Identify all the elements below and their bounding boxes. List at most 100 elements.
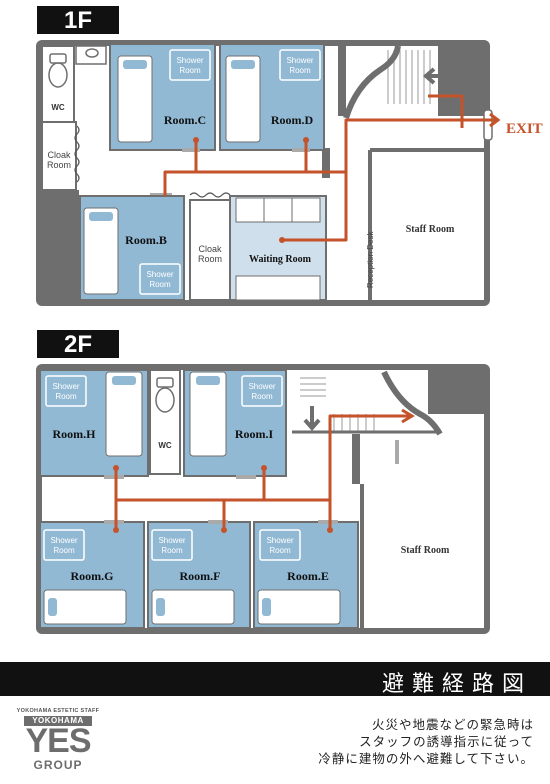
floor-label-2f-bg: [37, 330, 119, 358]
cloak-room-1: [41, 121, 77, 191]
toilet-icon: [156, 377, 174, 388]
floor-plan: .t { font-family: "Liberation Serif", se…: [36, 6, 543, 634]
bed-icon: [117, 55, 153, 143]
pillow-icon: [89, 212, 113, 221]
wall-block: [42, 190, 79, 300]
shower-label: Room: [179, 66, 201, 75]
room-b-label: Room.B: [125, 233, 167, 247]
logo-tagline: YOKOHAMA ESTETIC STAFF: [16, 708, 100, 714]
pillow-icon: [123, 60, 147, 69]
yes-group-logo: YOKOHAMA ESTETIC STAFF YOKOHAMA YES GROU…: [8, 708, 108, 780]
sofa-icon: [235, 197, 321, 223]
route-start-dot: [113, 465, 119, 471]
shower-label: Shower: [248, 382, 275, 391]
floor-2f: 2F Shower Room Room.H WC: [36, 330, 490, 634]
stair-rail: [343, 45, 401, 119]
shower-label: Room: [161, 546, 183, 555]
route-start-dot: [221, 527, 227, 533]
floor-label-1f: 1F: [64, 7, 92, 34]
shower-label: Shower: [266, 536, 293, 545]
logo-group: GROUP: [33, 758, 83, 772]
wall-block: [322, 148, 330, 178]
notice-line-2: スタッフの誘導指示に従って: [359, 734, 534, 749]
shower-room-g: [43, 529, 85, 561]
shower-room-b: [139, 263, 181, 295]
evac-route-2f: [114, 414, 410, 530]
room-h-label: Room.H: [53, 427, 97, 441]
room-g-label: Room.G: [71, 569, 114, 583]
floor-label-2f: 2F: [64, 331, 92, 358]
pillow-icon: [48, 598, 57, 616]
shower-room-e: [259, 529, 301, 561]
evacuation-map-title: 避難経路図: [381, 672, 532, 697]
shower-label: Shower: [176, 56, 203, 65]
evac-route-1f: [163, 94, 464, 242]
cloak-label-bottom: Room: [47, 160, 71, 170]
logo-city: YOKOHAMA: [24, 716, 92, 726]
stair-rail: [381, 370, 443, 436]
floor-1f: 1F WC Cloak Room: [36, 6, 543, 306]
pillow-icon: [231, 60, 255, 69]
notice-line-1: 火災や地震などの緊急時は: [371, 717, 534, 732]
cloak-label-top: Cloak: [198, 244, 222, 254]
shower-label: Shower: [146, 270, 173, 279]
route-start-dot: [303, 137, 309, 143]
room-i-label: Room.I: [235, 427, 274, 441]
curtain-icon: [189, 192, 231, 198]
shower-label: Room: [269, 546, 291, 555]
toilet-bowl-icon: [48, 62, 68, 88]
shower-label: Room: [53, 546, 75, 555]
room-d-label: Room.D: [271, 113, 314, 127]
shower-room-d: [279, 49, 321, 81]
stairs-down-arrow-icon: [303, 406, 321, 432]
pillow-icon: [262, 598, 271, 616]
waiting-room-label: Waiting Room: [249, 254, 312, 265]
bed-icon: [189, 371, 227, 457]
route-start-dot: [279, 237, 285, 243]
cloak-label-bottom: Room: [198, 254, 222, 264]
toilet-icon: [49, 53, 67, 64]
bed-icon: [257, 589, 341, 625]
shower-label: Room: [55, 392, 77, 401]
shower-label: Shower: [286, 56, 313, 65]
wc-label-2f: WC: [158, 441, 172, 450]
shower-label: Room: [251, 392, 273, 401]
wall-block: [352, 434, 360, 484]
cloak-label-top: Cloak: [47, 150, 71, 160]
staff-room-label-2f: Staff Room: [401, 545, 450, 556]
route-start-dot: [261, 465, 267, 471]
wall-block: [428, 370, 484, 414]
route-start-dot: [113, 527, 119, 533]
route-start-dot: [327, 527, 333, 533]
sink-icon: [85, 48, 99, 58]
bed-icon: [43, 589, 127, 625]
cloak-room-2: [189, 199, 231, 301]
shower-label: Shower: [158, 536, 185, 545]
shower-room-f: [151, 529, 193, 561]
reception-desk-label: Reception Desk: [366, 231, 375, 288]
shower-room-h: [45, 375, 87, 407]
room-f-label: Room.F: [180, 569, 221, 583]
shower-label: Room: [149, 280, 171, 289]
room-c-label: Room.C: [164, 113, 206, 127]
shower-room-i: [241, 375, 283, 407]
bed-icon: [105, 371, 143, 457]
stairs-arrow-icon: [422, 67, 446, 85]
toilet-bowl-icon: [155, 387, 175, 413]
bed-icon: [83, 207, 119, 295]
wc-label-1f: WC: [51, 103, 65, 112]
shower-room-c: [169, 49, 211, 81]
exit-arrow-icon: [462, 112, 501, 128]
pillow-icon: [156, 598, 165, 616]
pillow-icon: [196, 376, 220, 385]
shower-label: Shower: [50, 536, 77, 545]
room-e-label: Room.E: [287, 569, 329, 583]
logo-name: YES: [25, 722, 91, 760]
shower-label: Shower: [52, 382, 79, 391]
wall-block: [338, 46, 346, 116]
route-start-dot: [193, 137, 199, 143]
curtain-icon: [74, 125, 80, 183]
exit-label: EXIT: [506, 121, 543, 137]
pillow-icon: [112, 376, 136, 385]
shower-label: Room: [289, 66, 311, 75]
